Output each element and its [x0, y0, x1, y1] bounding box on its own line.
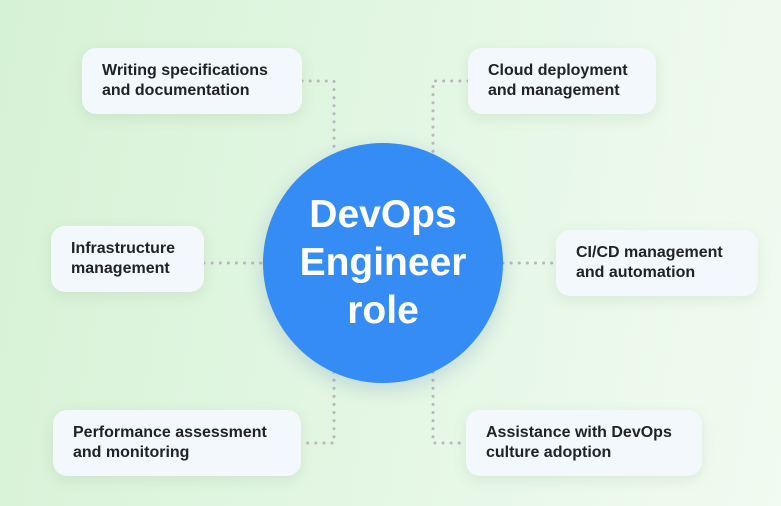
item-label: Infrastructure management	[71, 240, 176, 277]
item-cicd-management: CI/CD management and automation	[556, 230, 758, 296]
center-title: DevOps Engineer role	[299, 193, 467, 332]
connector-cloud	[431, 79, 470, 154]
item-label: Assistance with DevOps culture adoption	[486, 424, 672, 461]
item-label: CI/CD management and automation	[576, 244, 723, 281]
item-label: Cloud deployment and management	[488, 62, 628, 99]
item-cloud-deployment: Cloud deployment and management	[468, 48, 656, 114]
item-infrastructure-management: Infrastructure management	[51, 226, 204, 292]
item-performance-assessment: Performance assessment and monitoring	[53, 410, 301, 476]
item-devops-culture-adoption: Assistance with DevOps culture adoption	[466, 410, 702, 476]
item-label: Writing specifications and documentation	[102, 62, 268, 99]
connector-writing	[300, 79, 336, 154]
center-role-circle: DevOps Engineer role	[263, 143, 503, 383]
connector-assistance	[431, 370, 468, 445]
item-writing-specifications: Writing specifications and documentation	[82, 48, 302, 114]
item-label: Performance assessment and monitoring	[73, 424, 267, 461]
connector-performance	[299, 370, 336, 445]
